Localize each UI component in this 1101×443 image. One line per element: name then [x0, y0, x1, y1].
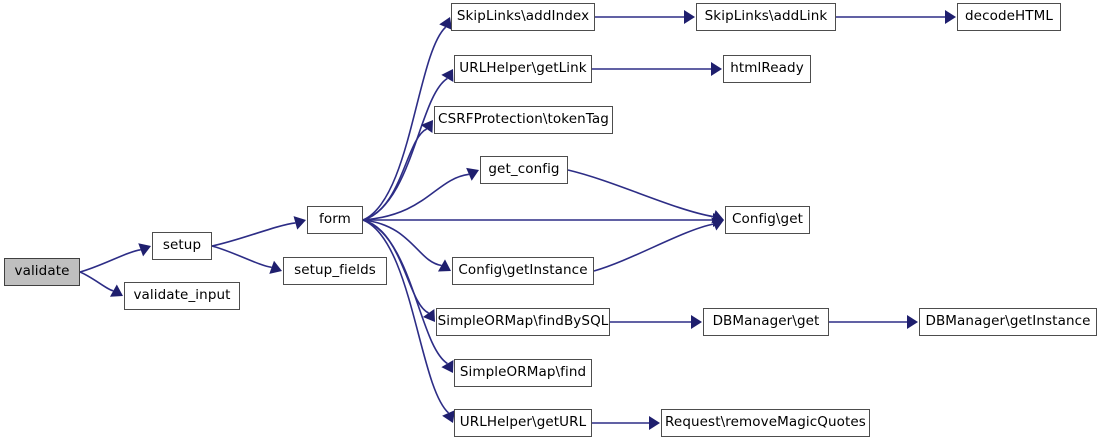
- edge-arrowhead-urlhelper_geturl-to-request_removemagicquotes: [649, 416, 660, 430]
- graph-node-urlhelper_geturl[interactable]: URLHelper\getURL: [454, 409, 592, 437]
- edge-validate-to-setup: [79, 248, 141, 273]
- graph-node-label: Config\getInstance: [458, 262, 588, 279]
- edge-form-to-urlhelper_geturl: [362, 219, 450, 414]
- graph-node-dbmanager_get[interactable]: DBManager\get: [703, 308, 829, 336]
- edge-arrowhead-skiplinks_addlink-to-decodehtml: [945, 10, 956, 24]
- graph-node-label: decodeHTML: [965, 8, 1053, 25]
- edge-form-to-config_getinstance: [362, 219, 442, 267]
- graph-node-label: setup_fields: [294, 262, 376, 279]
- graph-node-label: SimpleORMap\find: [459, 364, 587, 381]
- edge-arrowhead-form-to-csrf_tokentag: [420, 120, 433, 134]
- edge-form-to-csrf_tokentag: [362, 128, 428, 221]
- graph-node-label: URLHelper\getLink: [459, 60, 587, 77]
- graph-node-label: SkipLinks\addIndex: [456, 8, 590, 25]
- graph-node-label: URLHelper\getURL: [459, 414, 587, 431]
- graph-node-validate[interactable]: validate: [4, 258, 80, 286]
- edge-arrowhead-form-to-urlhelper_geturl: [442, 410, 455, 423]
- edge-get_config-to-config_get: [567, 169, 714, 218]
- graph-node-dbmanager_getinstance[interactable]: DBManager\getInstance: [919, 308, 1097, 336]
- graph-node-label: Config\get: [731, 211, 804, 228]
- edge-arrowhead-form-to-urlhelper_getlink: [441, 69, 454, 83]
- edge-arrowhead-setup-to-setup_fields: [269, 260, 282, 274]
- edge-arrowhead-form-to-get_config: [466, 167, 479, 181]
- edge-arrowhead-skiplinks_addindex-to-skiplinks_addlink: [684, 10, 695, 24]
- edge-form-to-get_config: [362, 173, 470, 221]
- graph-node-label: DBManager\get: [712, 313, 820, 330]
- edge-setup-to-setup_fields: [211, 245, 272, 269]
- edge-arrowhead-validate-to-setup: [138, 243, 151, 257]
- edge-arrowhead-config_getinstance-to-config_get: [711, 217, 724, 231]
- graph-node-label: validate: [14, 263, 70, 280]
- edge-arrowhead-form-to-simpleormap_find: [441, 359, 454, 373]
- edge-setup-to-form: [211, 222, 296, 247]
- graph-node-label: form: [319, 211, 351, 228]
- edge-arrowhead-dbmanager_get-to-dbmanager_getinstance: [907, 315, 918, 329]
- edge-form-to-skiplinks_addindex: [362, 26, 447, 221]
- graph-node-label: setup: [162, 237, 202, 254]
- graph-node-label: get_config: [488, 161, 560, 178]
- graph-node-simpleormap_find[interactable]: SimpleORMap\find: [454, 359, 592, 387]
- graph-node-skiplinks_addindex[interactable]: SkipLinks\addIndex: [451, 3, 595, 31]
- graph-node-setup_fields[interactable]: setup_fields: [283, 257, 387, 285]
- edge-form-to-simpleormap_find: [362, 219, 448, 365]
- graph-node-validate_input[interactable]: validate_input: [124, 282, 240, 310]
- graph-node-config_get[interactable]: Config\get: [725, 206, 810, 234]
- graph-node-label: SkipLinks\addLink: [704, 8, 828, 25]
- graph-node-get_config[interactable]: get_config: [480, 156, 568, 184]
- edge-arrowhead-form-to-simpleormap_findbysql: [422, 308, 435, 322]
- edge-validate-to-validate_input: [79, 271, 114, 292]
- graph-node-config_getinstance[interactable]: Config\getInstance: [452, 257, 594, 285]
- graph-node-setup[interactable]: setup: [152, 232, 212, 260]
- graph-node-htmlready[interactable]: htmlReady: [723, 55, 811, 83]
- graph-node-label: CSRFProtection\tokenTag: [438, 111, 609, 128]
- edge-arrowhead-setup-to-form: [293, 216, 306, 230]
- graph-node-request_removemagicquotes[interactable]: Request\removeMagicQuotes: [661, 409, 870, 437]
- graph-node-label: Request\removeMagicQuotes: [665, 414, 866, 431]
- edge-config_getinstance-to-config_get: [593, 223, 714, 272]
- graph-node-label: SimpleORMap\findBySQL: [437, 313, 609, 330]
- graph-node-simpleormap_findbysql[interactable]: SimpleORMap\findBySQL: [436, 308, 610, 336]
- graph-node-form[interactable]: form: [307, 206, 363, 234]
- edge-arrowhead-form-to-skiplinks_addindex: [439, 17, 453, 30]
- graph-node-label: htmlReady: [730, 60, 804, 77]
- graph-node-label: DBManager\getInstance: [925, 313, 1091, 330]
- graph-node-csrf_tokentag[interactable]: CSRFProtection\tokenTag: [434, 106, 613, 134]
- graph-node-skiplinks_addlink[interactable]: SkipLinks\addLink: [696, 3, 836, 31]
- edge-arrowhead-form-to-config_getinstance: [437, 259, 451, 272]
- graph-node-label: validate_input: [133, 287, 231, 304]
- edge-arrowhead-urlhelper_getlink-to-htmlready: [711, 62, 722, 76]
- graph-node-urlhelper_getlink[interactable]: URLHelper\getLink: [454, 55, 592, 83]
- edge-arrowhead-validate-to-validate_input: [109, 284, 123, 297]
- edge-arrowhead-simpleormap_findbysql-to-dbmanager_get: [691, 315, 702, 329]
- graph-node-decodehtml[interactable]: decodeHTML: [957, 3, 1061, 31]
